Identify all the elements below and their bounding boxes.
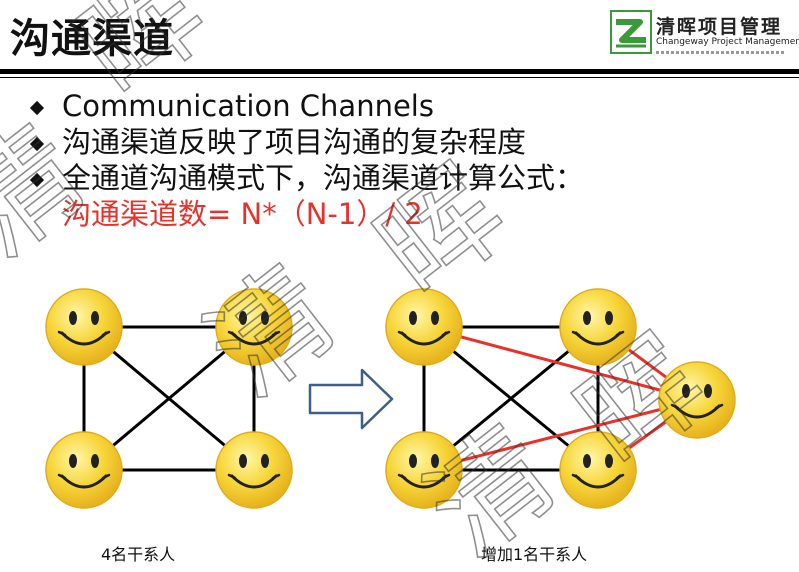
smiley-face-icon <box>214 287 294 367</box>
logo-name-cn: 清晖项目管理 <box>656 16 783 38</box>
new-channel-link <box>423 398 698 472</box>
smiley-face-icon <box>214 430 294 510</box>
bullet-item: 全通道沟通模式下，沟通渠道计算公式： <box>29 160 792 196</box>
smiley-face-icon <box>44 287 124 367</box>
right-caption: 增加1名干系人 <box>481 545 588 564</box>
smiley-face-icon <box>558 287 638 367</box>
smiley-face-icon <box>657 360 737 440</box>
smiley-face-icon <box>384 287 464 367</box>
logo-decoration <box>656 51 786 54</box>
bullet-item: Communication Channels <box>29 88 792 124</box>
header-rule-thin <box>0 77 799 78</box>
changeway-logo-icon <box>610 10 652 54</box>
new-channel-link <box>423 325 698 402</box>
header-rule-thick <box>0 69 799 74</box>
smiley-face-icon <box>44 430 124 510</box>
smiley-face-icon <box>384 430 464 510</box>
bullet-text: Communication Channels <box>62 89 434 123</box>
bullet-item: 沟通渠道反映了项目沟通的复杂程度 <box>29 124 792 160</box>
formula-text: 沟通渠道数= N*（N-1）/ 2 <box>62 197 423 231</box>
right-arrow-icon <box>308 368 394 430</box>
bullet-text: 沟通渠道反映了项目沟通的复杂程度 <box>62 125 527 159</box>
logo-name-en: Changeway Project Management <box>656 37 799 47</box>
bullet-text: 全通道沟通模式下，沟通渠道计算公式： <box>62 161 585 195</box>
left-caption: 4名干系人 <box>101 545 176 564</box>
bullet-list: Communication Channels 沟通渠道反映了项目沟通的复杂程度 … <box>29 88 792 232</box>
page-title: 沟通渠道 <box>10 16 174 62</box>
smiley-face-icon <box>558 430 638 510</box>
left-network <box>44 287 294 510</box>
logo: 清晖项目管理 Changeway Project Management <box>610 10 799 56</box>
right-network <box>384 287 737 510</box>
